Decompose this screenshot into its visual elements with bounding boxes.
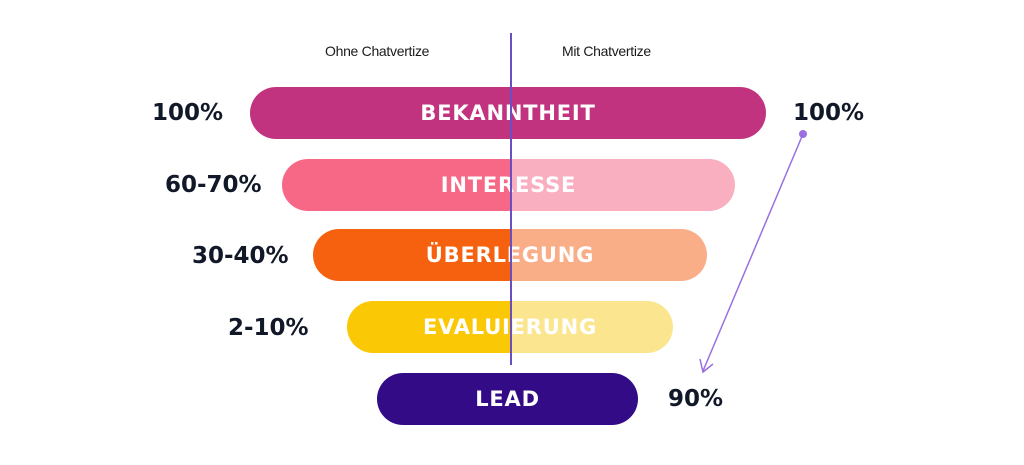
bar-right-half — [511, 301, 673, 353]
bar-label: INTERESSE — [440, 173, 577, 197]
left-percentage: 60-70% — [165, 172, 262, 198]
bar-left-half — [377, 373, 511, 425]
bar-label: EVALUIERUNG — [347, 301, 673, 353]
funnel-bar-berlegung: ÜBERLEGUNG — [313, 229, 707, 281]
column-header-right: Mit Chatvertize — [562, 43, 651, 59]
left-percentage: 2-10% — [228, 315, 309, 341]
arrowhead — [699, 358, 714, 374]
bar-label: LEAD — [475, 387, 540, 411]
left-percentage: 100% — [152, 100, 224, 126]
funnel-bar-lead: LEAD — [377, 373, 638, 425]
bar-label: ÜBERLEGUNG — [425, 243, 595, 267]
bar-left-half — [282, 159, 511, 211]
bar-left-half — [347, 301, 511, 353]
bar-left-half — [250, 87, 511, 139]
bar-right-half — [511, 229, 707, 281]
right-value-bottom: 90% — [668, 386, 724, 412]
bar-right-half — [511, 373, 638, 425]
bar-right-half — [511, 87, 766, 139]
funnel-bar-evaluierung: EVALUIERUNG — [347, 301, 673, 353]
right-value-top: 100% — [793, 100, 865, 126]
bar-right-half — [511, 159, 735, 211]
center-divider — [510, 33, 512, 365]
funnel-bar-bekanntheit: BEKANNTHEIT — [250, 87, 766, 139]
left-percentage: 30-40% — [192, 243, 289, 269]
column-header-left: Ohne Chatvertize — [325, 43, 430, 59]
bar-label: BEKANNTHEIT — [420, 101, 596, 125]
bar-left-half — [313, 229, 511, 281]
funnel-bar-interesse: INTERESSE — [282, 159, 735, 211]
arrow-start-dot — [799, 130, 807, 138]
